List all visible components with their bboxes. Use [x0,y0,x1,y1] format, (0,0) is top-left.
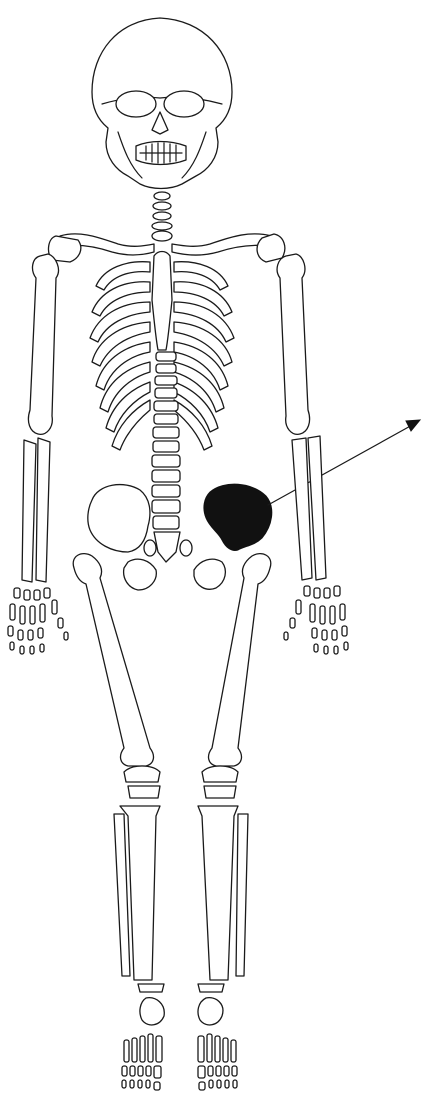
left-ilium-highlighted [204,484,272,550]
ribs-right [90,262,150,450]
left-pubis [194,559,225,589]
left-hand [284,586,348,654]
sternum [152,252,172,351]
right-patella [124,766,160,782]
sacrum [154,532,180,562]
right-epiphysis [128,786,160,798]
right-fibula [114,814,130,976]
right-hand [8,588,68,654]
right-arm [8,254,68,654]
left-foot [198,1034,237,1090]
skull [92,18,232,189]
cervical-spine [152,192,172,241]
right-foot [122,1034,162,1090]
left-scapula [257,234,285,262]
right-radius [22,440,36,582]
right-humerus [28,254,58,434]
left-fibula [236,814,248,976]
left-humerus [277,254,309,434]
right-orbit [164,91,204,117]
ribs-left [174,262,234,450]
right-leg [73,554,164,1090]
left-epiphysis [204,786,236,798]
right-ilium [88,485,150,552]
left-leg [198,554,271,1090]
vertebral-column [152,352,180,562]
pointer-arrow [268,420,420,505]
shoulder-girdle [49,234,285,350]
right-pubis [124,559,157,590]
right-ulna [36,438,50,582]
left-orbit [116,91,156,117]
left-tibia [198,806,238,980]
left-arm [277,254,348,654]
left-patella [202,766,238,782]
